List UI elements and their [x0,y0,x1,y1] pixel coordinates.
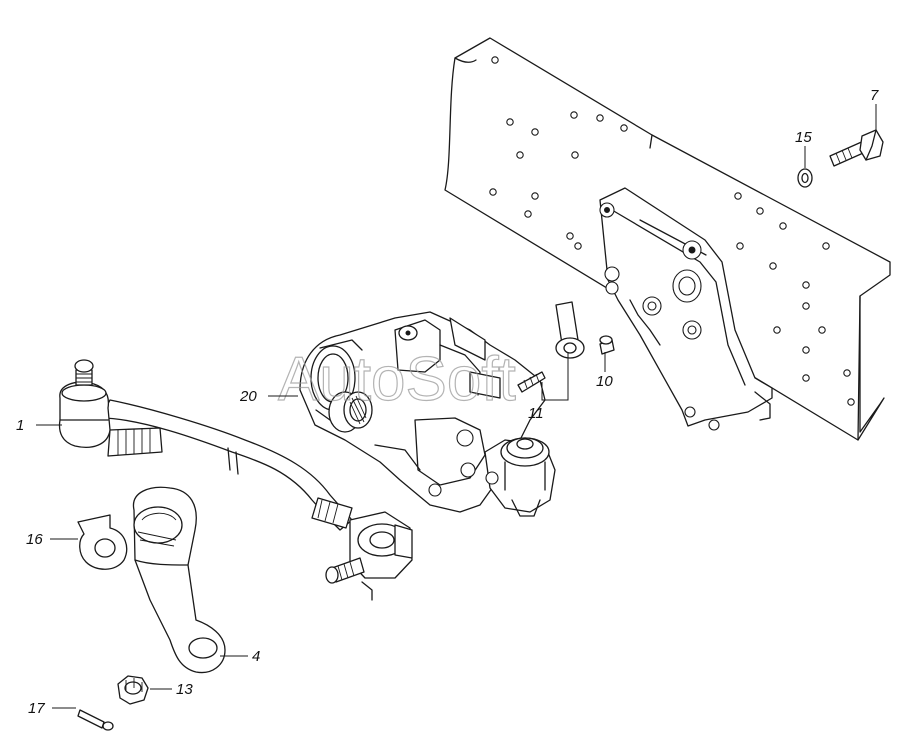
callout-10: 10 [596,373,613,390]
watermark-text: AutoSoft [278,345,516,414]
clamp-11 [517,301,585,393]
callout-labels: 1 4 7 10 11 13 15 16 17 20 [16,87,879,717]
castle-nut-13 [117,675,149,705]
lock-washer-16 [77,514,128,570]
drag-link-1 [58,359,413,601]
washer-15 [797,168,813,188]
bolt-7 [829,129,884,167]
pitman-arm-4 [132,486,226,674]
callout-1: 1 [16,417,24,434]
callout-4: 4 [252,648,260,665]
cotter-pin-17 [77,709,114,731]
steering-gear-20 [299,311,556,517]
callout-20: 20 [239,388,257,405]
bolt-10 [599,335,615,355]
callout-7: 7 [870,87,879,104]
callout-16: 16 [26,531,43,548]
steering-gear-bracket [599,187,773,431]
leader-lines [36,104,877,709]
callout-13: 13 [176,681,193,698]
callout-17: 17 [28,700,45,717]
callout-15: 15 [795,129,812,146]
callout-11: 11 [528,405,544,422]
